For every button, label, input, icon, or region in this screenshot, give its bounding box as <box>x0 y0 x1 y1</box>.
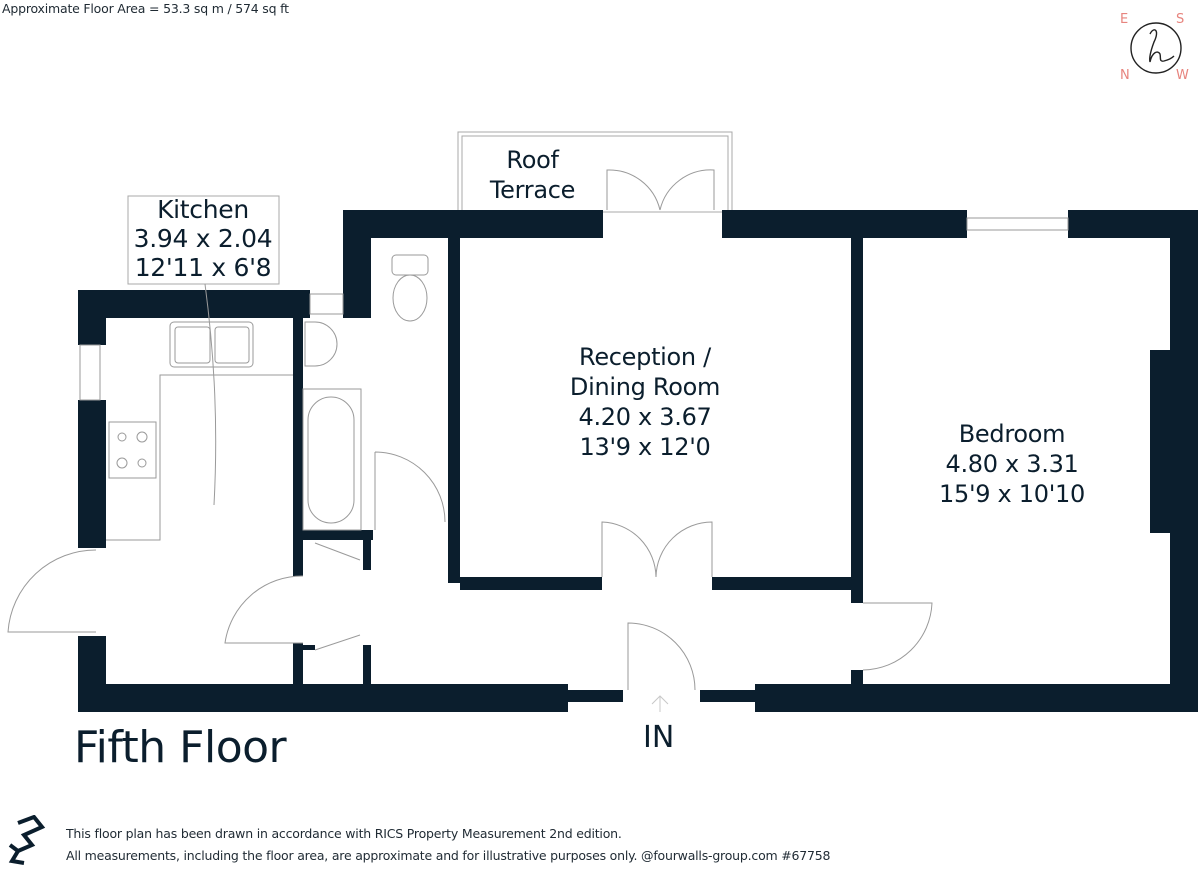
terrace-line1: Roof <box>506 146 559 174</box>
bathroom-basin <box>304 321 338 367</box>
footer-line-1: This floor plan has been drawn in accord… <box>66 826 622 841</box>
compass-n: N <box>1120 68 1130 83</box>
room-imperial: 13'9 x 12'0 <box>579 433 711 461</box>
floor-title: Fifth Floor <box>74 722 287 773</box>
kitchen-sink <box>169 321 254 368</box>
room-label-kitchen: Kitchen 3.94 x 2.04 12'11 x 6'8 <box>124 195 282 282</box>
room-metric: 4.80 x 3.31 <box>945 450 1079 478</box>
compass-logo: E S N W <box>1116 12 1196 84</box>
room-name-line2: Dining Room <box>569 373 721 401</box>
room-label-reception: Reception / Dining Room 4.20 x 3.67 13'9… <box>530 342 760 462</box>
compass-w: W <box>1176 68 1189 83</box>
room-label-roof-terrace: Roof Terrace <box>470 145 595 205</box>
kitchen-hob <box>108 421 157 479</box>
compass-s: S <box>1176 12 1185 27</box>
room-label-bedroom: Bedroom 4.80 x 3.31 15'9 x 10'10 <box>912 419 1112 509</box>
room-imperial: 15'9 x 10'10 <box>939 480 1085 508</box>
entrance-door <box>627 622 696 691</box>
entrance-label: IN <box>643 720 675 755</box>
kitchen-label-box <box>127 195 280 285</box>
floor-area-text: Approximate Floor Area = 53.3 sq m / 574… <box>2 1 289 16</box>
room-imperial: 12'11 x 6'8 <box>134 253 272 282</box>
toilet <box>391 254 429 276</box>
compass-e: E <box>1120 12 1129 27</box>
terrace-line2: Terrace <box>489 176 576 204</box>
fourwalls-logo-icon <box>8 815 46 865</box>
logo-circle-icon <box>1130 22 1182 74</box>
walls <box>78 210 1198 712</box>
room-metric: 4.20 x 3.67 <box>578 403 712 431</box>
room-metric: 3.94 x 2.04 <box>133 224 273 253</box>
room-name-line1: Reception / <box>579 343 711 371</box>
bathtub <box>302 388 362 531</box>
room-name: Kitchen <box>157 195 249 224</box>
footer-line-2: All measurements, including the floor ar… <box>66 848 831 863</box>
room-name: Bedroom <box>958 420 1066 448</box>
